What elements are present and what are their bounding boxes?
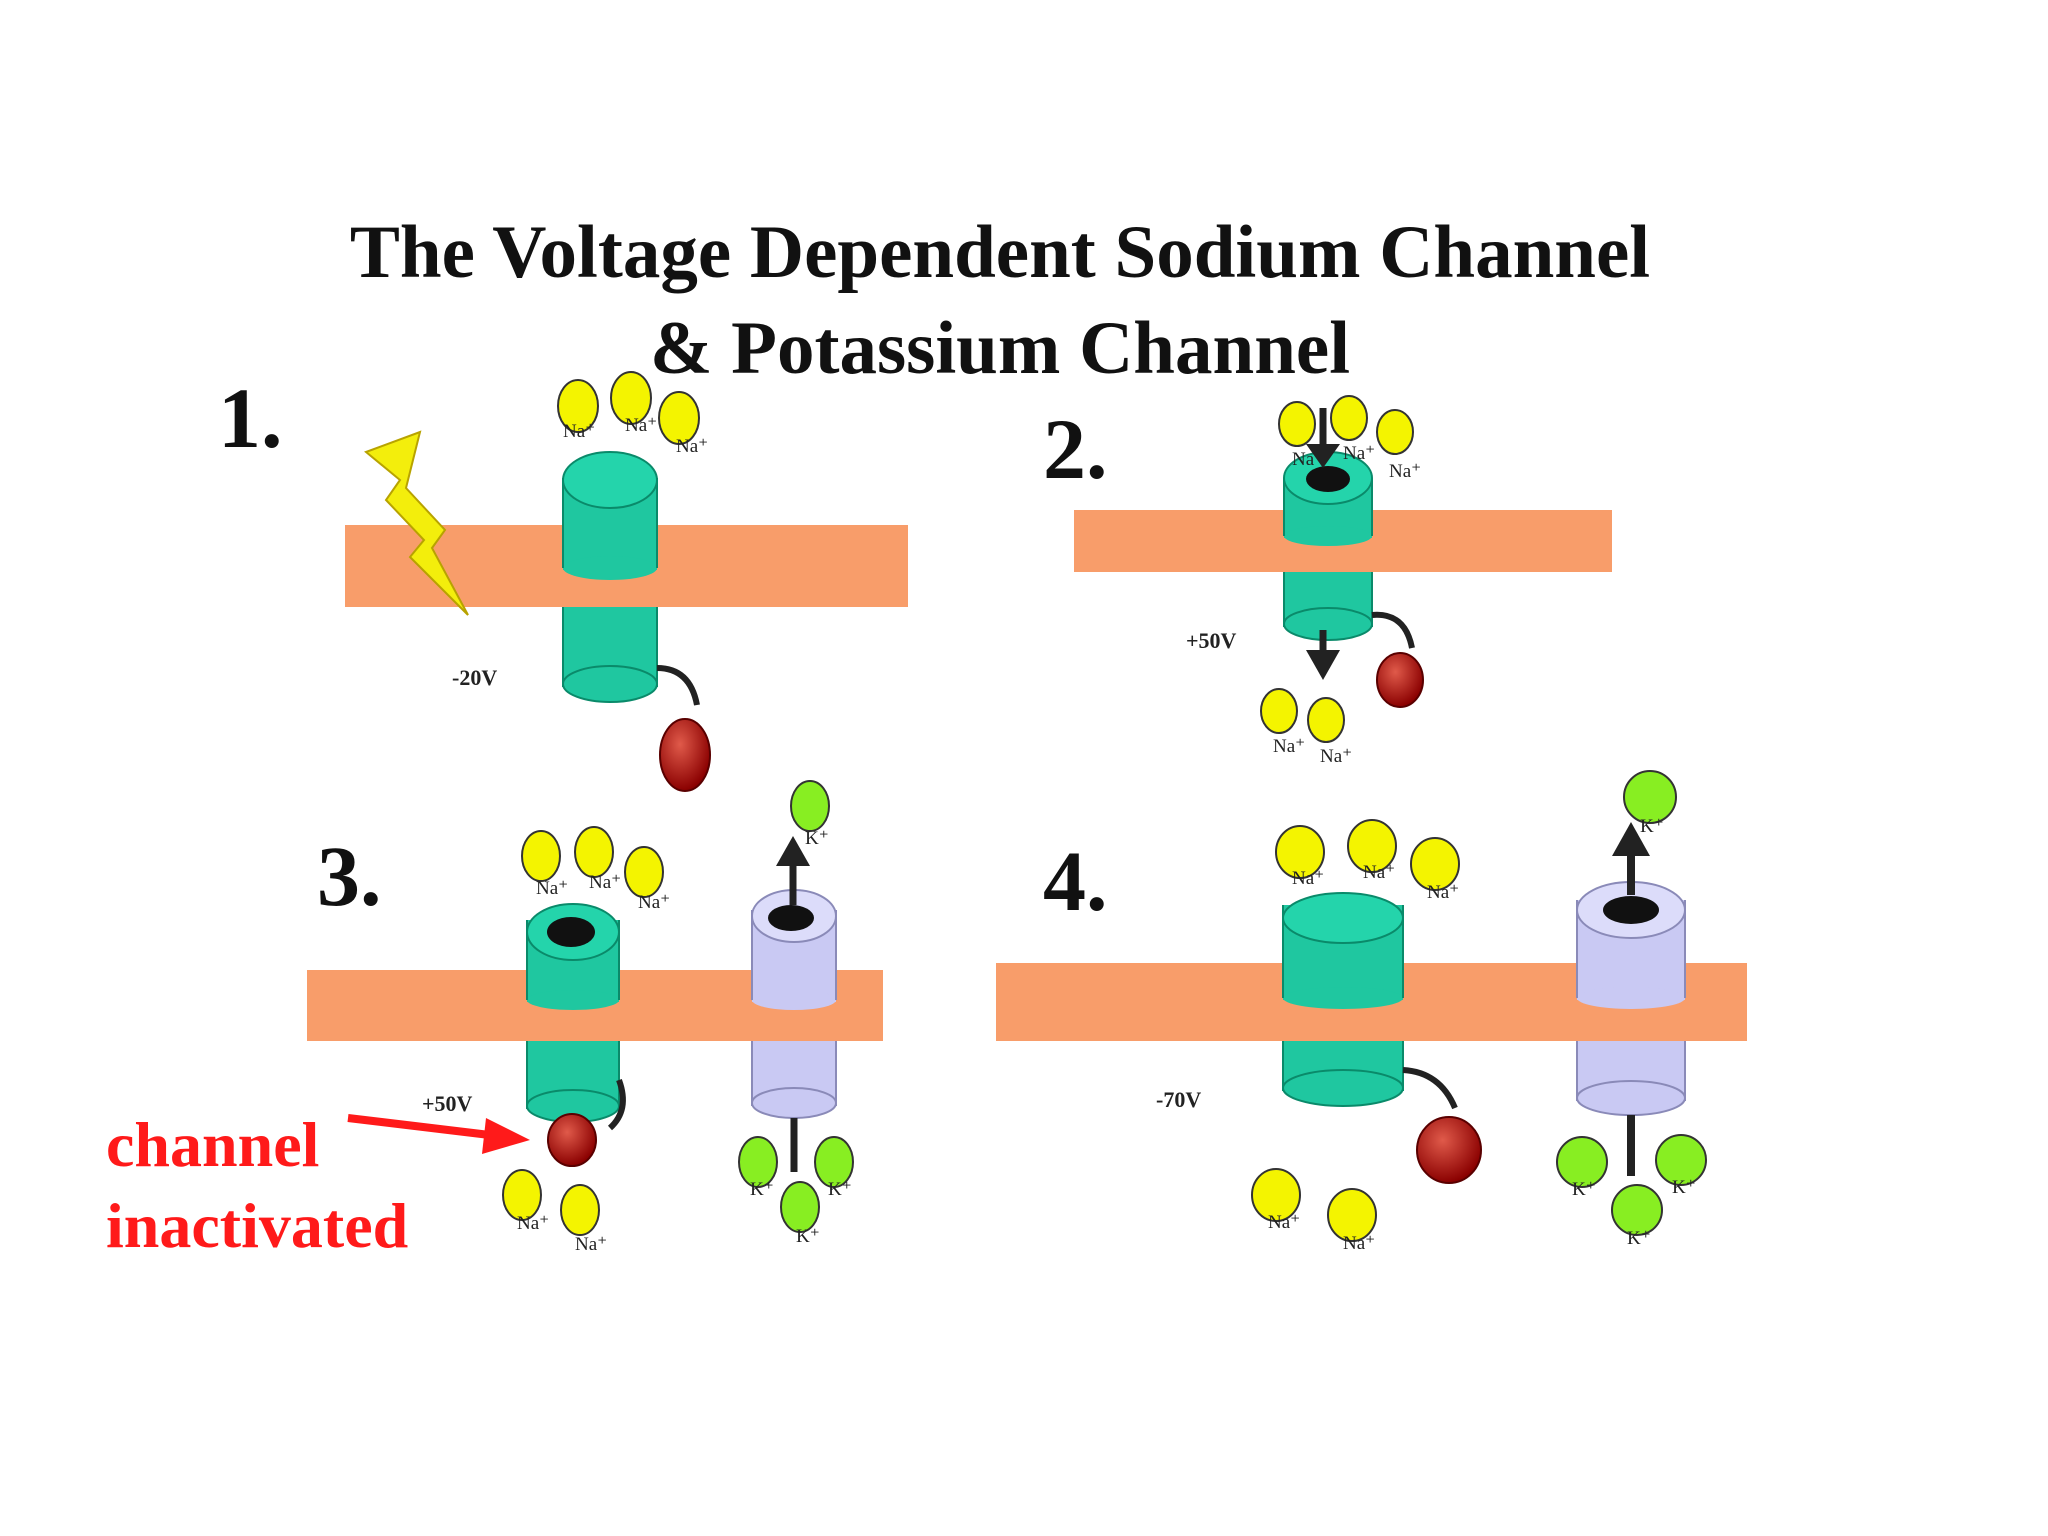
gate-tether	[607, 1078, 626, 1131]
ion-label: Na⁺	[1273, 736, 1305, 757]
potassium-ion	[1611, 1184, 1663, 1236]
sodium-ion	[1330, 395, 1368, 441]
ion-label: Na⁺	[1268, 1212, 1300, 1233]
voltage-label: -20V	[452, 665, 497, 690]
inactivation-ball	[547, 1113, 597, 1167]
potassium-ion	[1655, 1134, 1707, 1186]
sodium-ion	[1275, 825, 1325, 879]
ion-label: Na⁺	[638, 892, 670, 913]
ion-label: Na	[1292, 449, 1315, 470]
sodium-ion	[502, 1169, 542, 1221]
sodium-ion	[1327, 1188, 1377, 1242]
voltage-label: +50V	[422, 1091, 473, 1116]
ion-label: K⁺	[1627, 1228, 1651, 1249]
sodium-ion	[521, 830, 561, 882]
ion-label: K⁺	[750, 1179, 774, 1200]
panel-3: Na⁺ Na⁺ Na⁺ K⁺ Na⁺ Na⁺ K⁺ K⁺ K⁺ +50V cha…	[106, 780, 883, 1261]
ion-label: K⁺	[1640, 816, 1664, 837]
panel-2: Na Na⁺ Na⁺ Na⁺ Na⁺ +50V	[1074, 395, 1612, 767]
gate-tether	[1402, 1067, 1458, 1110]
channel-pore	[547, 917, 595, 947]
sodium-ion	[557, 379, 599, 433]
sodium-ion	[610, 371, 652, 425]
annotation-arrow-icon	[347, 1114, 499, 1140]
potassium-ion	[790, 780, 830, 832]
ion-label: Na⁺	[563, 421, 595, 442]
ion-label: Na⁺	[1343, 1233, 1375, 1254]
annotation-line-1: channel	[106, 1109, 319, 1180]
channel-top-closed	[1282, 892, 1404, 944]
title-line-1: The Voltage Dependent Sodium Channel	[349, 211, 1651, 294]
annotation-line-2: inactivated	[106, 1190, 408, 1261]
ion-label: Na⁺	[1292, 868, 1324, 889]
ion-label: K⁺	[1672, 1177, 1696, 1198]
step-1-number: 1.	[218, 370, 283, 466]
ion-label: Na⁺	[676, 436, 708, 457]
title-line-2: & Potassium Channel	[649, 307, 1351, 390]
channel-pore	[1306, 466, 1350, 492]
sodium-ion	[1376, 409, 1414, 455]
channel-top-closed	[562, 451, 658, 509]
gate-tether	[656, 665, 700, 706]
channel-pore	[768, 905, 814, 931]
panel-1: Na⁺ Na⁺ Na⁺ -20V	[345, 371, 908, 792]
ion-label: Na⁺	[575, 1234, 607, 1255]
sodium-ion	[1307, 697, 1345, 743]
ion-label: Na⁺	[1320, 746, 1352, 767]
lightning-bolt-icon	[364, 430, 469, 616]
step-4-number: 4.	[1043, 833, 1108, 929]
sodium-ion	[574, 826, 614, 878]
potassium-ion	[780, 1181, 820, 1233]
panel-4: Na⁺ Na⁺ Na⁺ K⁺ Na⁺ Na⁺ K⁺ K⁺ K⁺ -70V	[996, 770, 1747, 1254]
ion-label: Na⁺	[1427, 882, 1459, 903]
ion-label: K⁺	[796, 1226, 820, 1247]
sodium-ion	[1347, 819, 1397, 873]
sodium-ion	[1278, 401, 1316, 447]
sodium-ion	[1251, 1168, 1301, 1222]
diagram-title: The Voltage Dependent Sodium Channel & P…	[0, 205, 2000, 397]
ion-label: Na⁺	[517, 1213, 549, 1234]
ion-label: K⁺	[805, 828, 829, 849]
sodium-ion	[658, 391, 700, 445]
sodium-ion	[1260, 688, 1298, 734]
sodium-ion	[624, 846, 664, 898]
voltage-label: -70V	[1156, 1087, 1201, 1112]
potassium-ion	[738, 1136, 778, 1188]
inactivation-ball	[1376, 652, 1424, 708]
ion-label: Na⁺	[625, 415, 657, 436]
channel-pore	[1603, 896, 1659, 924]
potassium-ion	[814, 1136, 854, 1188]
ion-label: K⁺	[1572, 1179, 1596, 1200]
ion-label: Na⁺	[589, 872, 621, 893]
step-2-number: 2.	[1043, 401, 1108, 497]
voltage-label: +50V	[1186, 628, 1237, 653]
ion-label: Na⁺	[1343, 443, 1375, 464]
potassium-ion	[1623, 770, 1677, 824]
ion-label: Na⁺	[1389, 461, 1421, 482]
sodium-ion	[1410, 837, 1460, 891]
potassium-ion	[1556, 1136, 1608, 1188]
inactivation-ball	[659, 718, 711, 792]
ion-label: K⁺	[828, 1179, 852, 1200]
ion-label: Na⁺	[536, 878, 568, 899]
gate-tether	[1371, 611, 1415, 649]
sodium-ion	[560, 1184, 600, 1236]
step-3-number: 3.	[317, 828, 382, 924]
inactivation-ball	[1416, 1116, 1482, 1184]
ion-label: Na⁺	[1363, 862, 1395, 883]
